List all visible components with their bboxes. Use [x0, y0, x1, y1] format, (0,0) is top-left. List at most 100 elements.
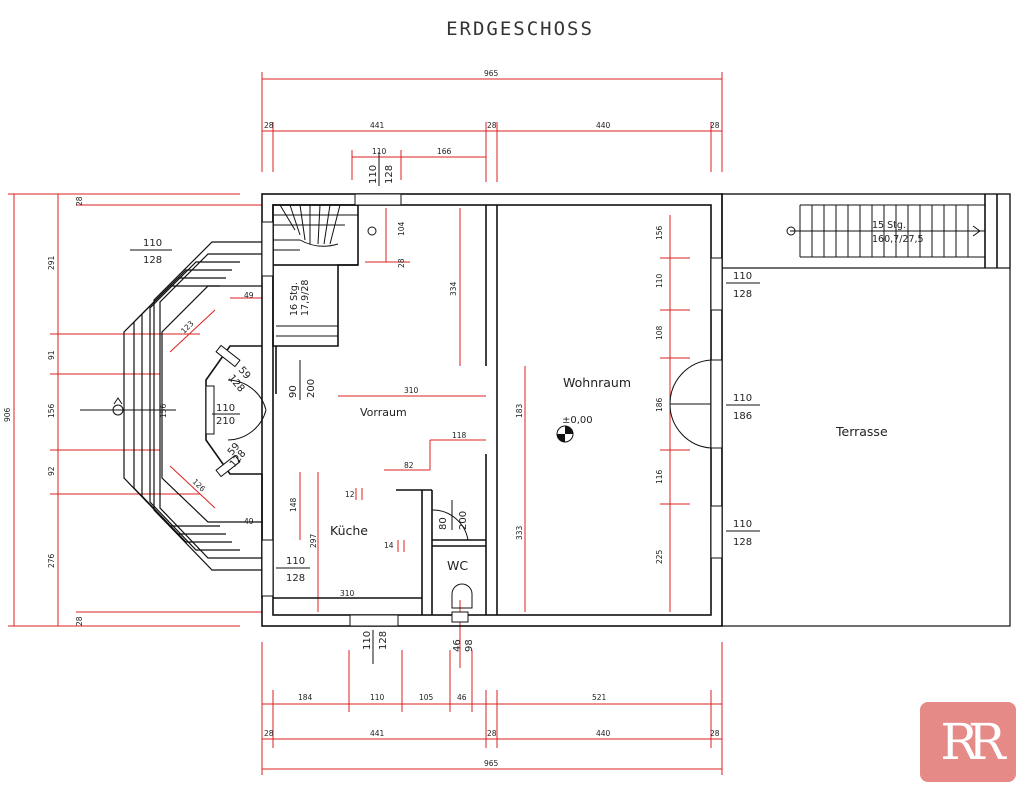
door-wc-inner-height: 200 — [458, 511, 469, 530]
window-top-width: 110 — [368, 165, 379, 184]
dim-wall: 28 — [710, 729, 720, 738]
window-bay-width: 110 — [216, 403, 235, 414]
outer-stair-dims: 160,7/27,5 — [872, 234, 924, 245]
walls — [205, 193, 1011, 627]
dimension-texts: 965 28 441 28 440 28 110 166 184 110 105… — [3, 69, 720, 768]
dim-148: 148 — [289, 497, 298, 512]
door-wc-height: 98 — [464, 639, 475, 652]
dim-bottom-a: 184 — [298, 693, 313, 702]
dim-left-wall-top: 28 — [75, 196, 84, 206]
dim-126: 126 — [191, 477, 208, 494]
room-wohnraum-label: Wohnraum — [563, 375, 631, 390]
dim-297: 297 — [309, 533, 318, 548]
windows — [205, 193, 723, 627]
dim-82: 82 — [404, 461, 414, 470]
dim-right-room: 440 — [596, 729, 611, 738]
room-kueche-label: Küche — [330, 523, 368, 538]
window-bay-height: 210 — [216, 416, 235, 427]
window-bottom-height: 128 — [378, 631, 389, 650]
stair-labels: 16 Stg. 17,9/28 15 Stg. 160,7/27,5 — [289, 220, 924, 316]
dim-wall: 28 — [487, 121, 497, 130]
level-label: ±0,00 — [562, 415, 593, 426]
window-stair-width: 110 — [143, 238, 162, 249]
window-stair-height: 128 — [143, 255, 162, 266]
dim-right-room: 440 — [596, 121, 611, 130]
window-kueche-width: 110 — [286, 556, 305, 567]
dim-14: 14 — [384, 541, 394, 550]
door-wc-width: 46 — [452, 639, 463, 652]
dim-104: 104 — [397, 221, 406, 236]
bay-railings — [123, 241, 262, 571]
window-right-1-height: 128 — [733, 289, 752, 300]
dim-wall: 28 — [710, 121, 720, 130]
dim-123: 123 — [179, 319, 196, 336]
company-logo: RR — [920, 702, 1016, 782]
window-right-3-height: 128 — [733, 537, 752, 548]
room-labels: Wohnraum Terrasse Vorraum Küche WC ±0,00 — [330, 375, 888, 573]
dim-right-a: 156 — [655, 225, 664, 240]
dim-left-total: 906 — [3, 407, 12, 422]
inner-stair — [273, 204, 358, 337]
window-right-3-width: 110 — [733, 519, 752, 530]
opening-labels: 110 128 110 128 46 98 110 128 110 128 11… — [130, 152, 760, 664]
dim-right-b: 110 — [655, 273, 664, 288]
dim-right-e: 116 — [655, 469, 664, 484]
small-markers — [355, 488, 405, 552]
dim-left-b: 91 — [47, 350, 56, 360]
dim-left-wall-bottom: 28 — [75, 616, 84, 626]
dim-bottom-d: 46 — [457, 693, 467, 702]
outer-stair — [786, 204, 985, 258]
dim-total-bottom: 965 — [484, 759, 499, 768]
dim-49-top: 49 — [244, 291, 254, 300]
logo-text: RR — [940, 713, 1005, 771]
dim-col-183: 183 — [515, 403, 524, 418]
dim-wall: 28 — [264, 729, 274, 738]
window-bottom-width: 110 — [362, 631, 373, 650]
outer-stair-count: 15 Stg. — [872, 220, 906, 231]
dim-right-d: 186 — [655, 397, 664, 412]
dim-vorraum-width: 310 — [404, 386, 419, 395]
dim-left-a: 291 — [47, 255, 56, 270]
dim-col-334: 334 — [449, 281, 458, 296]
dim-total-top: 965 — [484, 69, 499, 78]
door-stair-height: 200 — [306, 379, 317, 398]
dim-left-d: 92 — [47, 466, 56, 476]
window-top-height: 128 — [384, 165, 395, 184]
inner-stair-dims: 17,9/28 — [300, 280, 311, 316]
door-right-height: 186 — [733, 411, 752, 422]
dim-49-bottom: 49 — [244, 517, 254, 526]
dim-bottom-e: 521 — [592, 693, 607, 702]
level-marker — [556, 425, 574, 443]
dim-left-room: 441 — [370, 121, 385, 130]
dim-left-c: 156 — [47, 403, 56, 418]
dim-28-stair: 28 — [397, 258, 406, 268]
room-wc-label: WC — [447, 558, 468, 573]
doors — [80, 226, 712, 609]
room-vorraum-label: Vorraum — [360, 406, 407, 419]
dim-118: 118 — [452, 431, 467, 440]
dim-left-e: 276 — [47, 553, 56, 568]
dim-bottom-c: 105 — [419, 693, 434, 702]
door-wc-inner-width: 80 — [438, 517, 449, 530]
window-right-1-width: 110 — [733, 271, 752, 282]
dim-left-room: 441 — [370, 729, 385, 738]
dim-right-f: 225 — [655, 549, 664, 564]
dim-12: 12 — [345, 490, 355, 499]
dim-right-c: 108 — [655, 325, 664, 340]
dim-top-b: 166 — [437, 147, 452, 156]
dimension-lines — [8, 72, 723, 775]
dim-wall: 28 — [487, 729, 497, 738]
dim-col-333: 333 — [515, 525, 524, 540]
dim-wall: 28 — [264, 121, 274, 130]
dim-kueche-width: 310 — [340, 589, 355, 598]
dim-top-a: 110 — [372, 147, 387, 156]
dim-156-bay: 156 — [159, 403, 168, 418]
door-right-width: 110 — [733, 393, 752, 404]
door-stair-width: 90 — [288, 385, 299, 398]
inner-stair-count: 16 Stg. — [289, 282, 300, 316]
plan-title: ERDGESCHOSS — [446, 18, 594, 40]
window-kueche-height: 128 — [286, 573, 305, 584]
dim-bottom-b: 110 — [370, 693, 385, 702]
room-terrasse-label: Terrasse — [835, 424, 888, 439]
